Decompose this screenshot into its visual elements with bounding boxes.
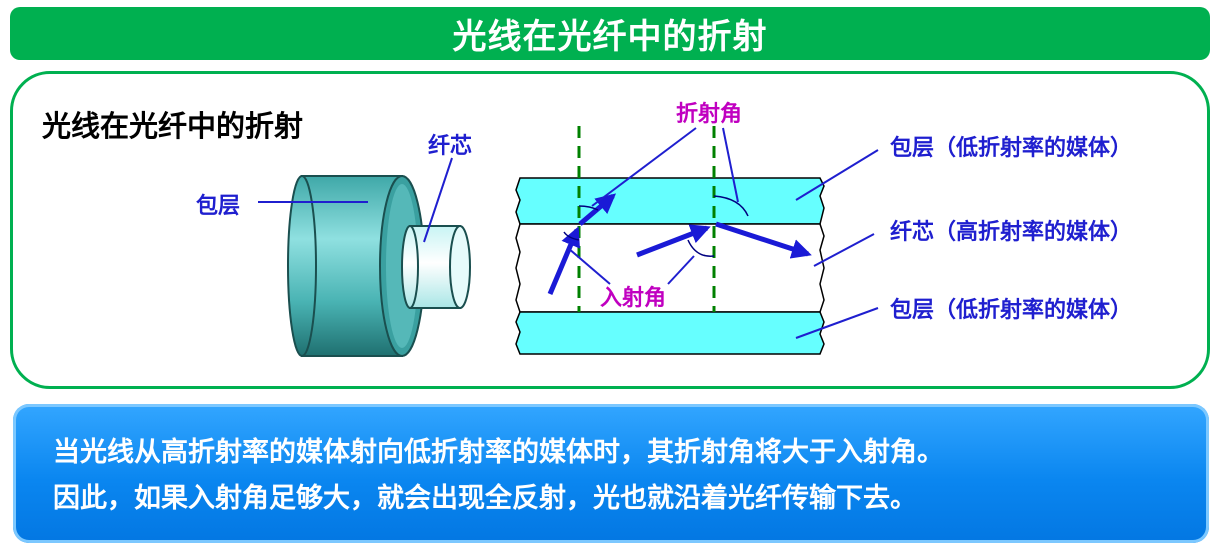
summary-line-1: 当光线从高折射率的媒体射向低折射率的媒体时，其折射角将大于入射角。 bbox=[53, 437, 944, 468]
panel-title: 光线在光纤中的折射 bbox=[42, 109, 304, 143]
leader-cladding-bottom bbox=[795, 307, 879, 339]
label-core-mid: 纤芯（高折射率的媒体） bbox=[890, 220, 1133, 245]
leader-incidence-angle-right bbox=[667, 255, 695, 285]
fiber-core-cylinder bbox=[401, 225, 471, 309]
summary-line-2: 因此，如果入射角足够大，就会出现全反射，光也就沿着光纤传输下去。 bbox=[53, 483, 917, 514]
angle-arc-incidence-right bbox=[687, 239, 715, 257]
reflected-ray-right bbox=[715, 221, 812, 259]
leader-incidence-angle-left bbox=[567, 247, 611, 285]
angle-arc-refraction-left bbox=[578, 205, 599, 211]
title-bar: 光线在光纤中的折射 bbox=[10, 7, 1210, 60]
leader-refraction-angle-right bbox=[722, 127, 739, 203]
leader-core bbox=[423, 157, 453, 243]
label-cladding: 包层 bbox=[196, 194, 241, 219]
cladding-bottom-band bbox=[515, 311, 825, 355]
label-core: 纤芯 bbox=[428, 134, 473, 159]
label-cladding-top: 包层（低折射率的媒体） bbox=[890, 136, 1133, 161]
angle-arc-incidence-left bbox=[563, 231, 580, 241]
label-refraction-angle: 折射角 bbox=[676, 102, 743, 127]
summary-box: 当光线从高折射率的媒体射向低折射率的媒体时，其折射角将大于入射角。 因此，如果入… bbox=[13, 404, 1209, 543]
leader-refraction-angle-left bbox=[591, 127, 697, 207]
incident-ray-right bbox=[636, 224, 711, 258]
leader-cladding-top bbox=[795, 149, 879, 201]
label-incidence-angle: 入射角 bbox=[600, 286, 667, 311]
leader-core-mid bbox=[813, 233, 875, 267]
incident-ray-left bbox=[547, 226, 580, 295]
page-title: 光线在光纤中的折射 bbox=[452, 17, 768, 57]
cladding-top-band bbox=[515, 177, 825, 225]
label-cladding-bottom: 包层（低折射率的媒体） bbox=[890, 298, 1133, 323]
angle-arc-reflection-right bbox=[713, 195, 749, 217]
